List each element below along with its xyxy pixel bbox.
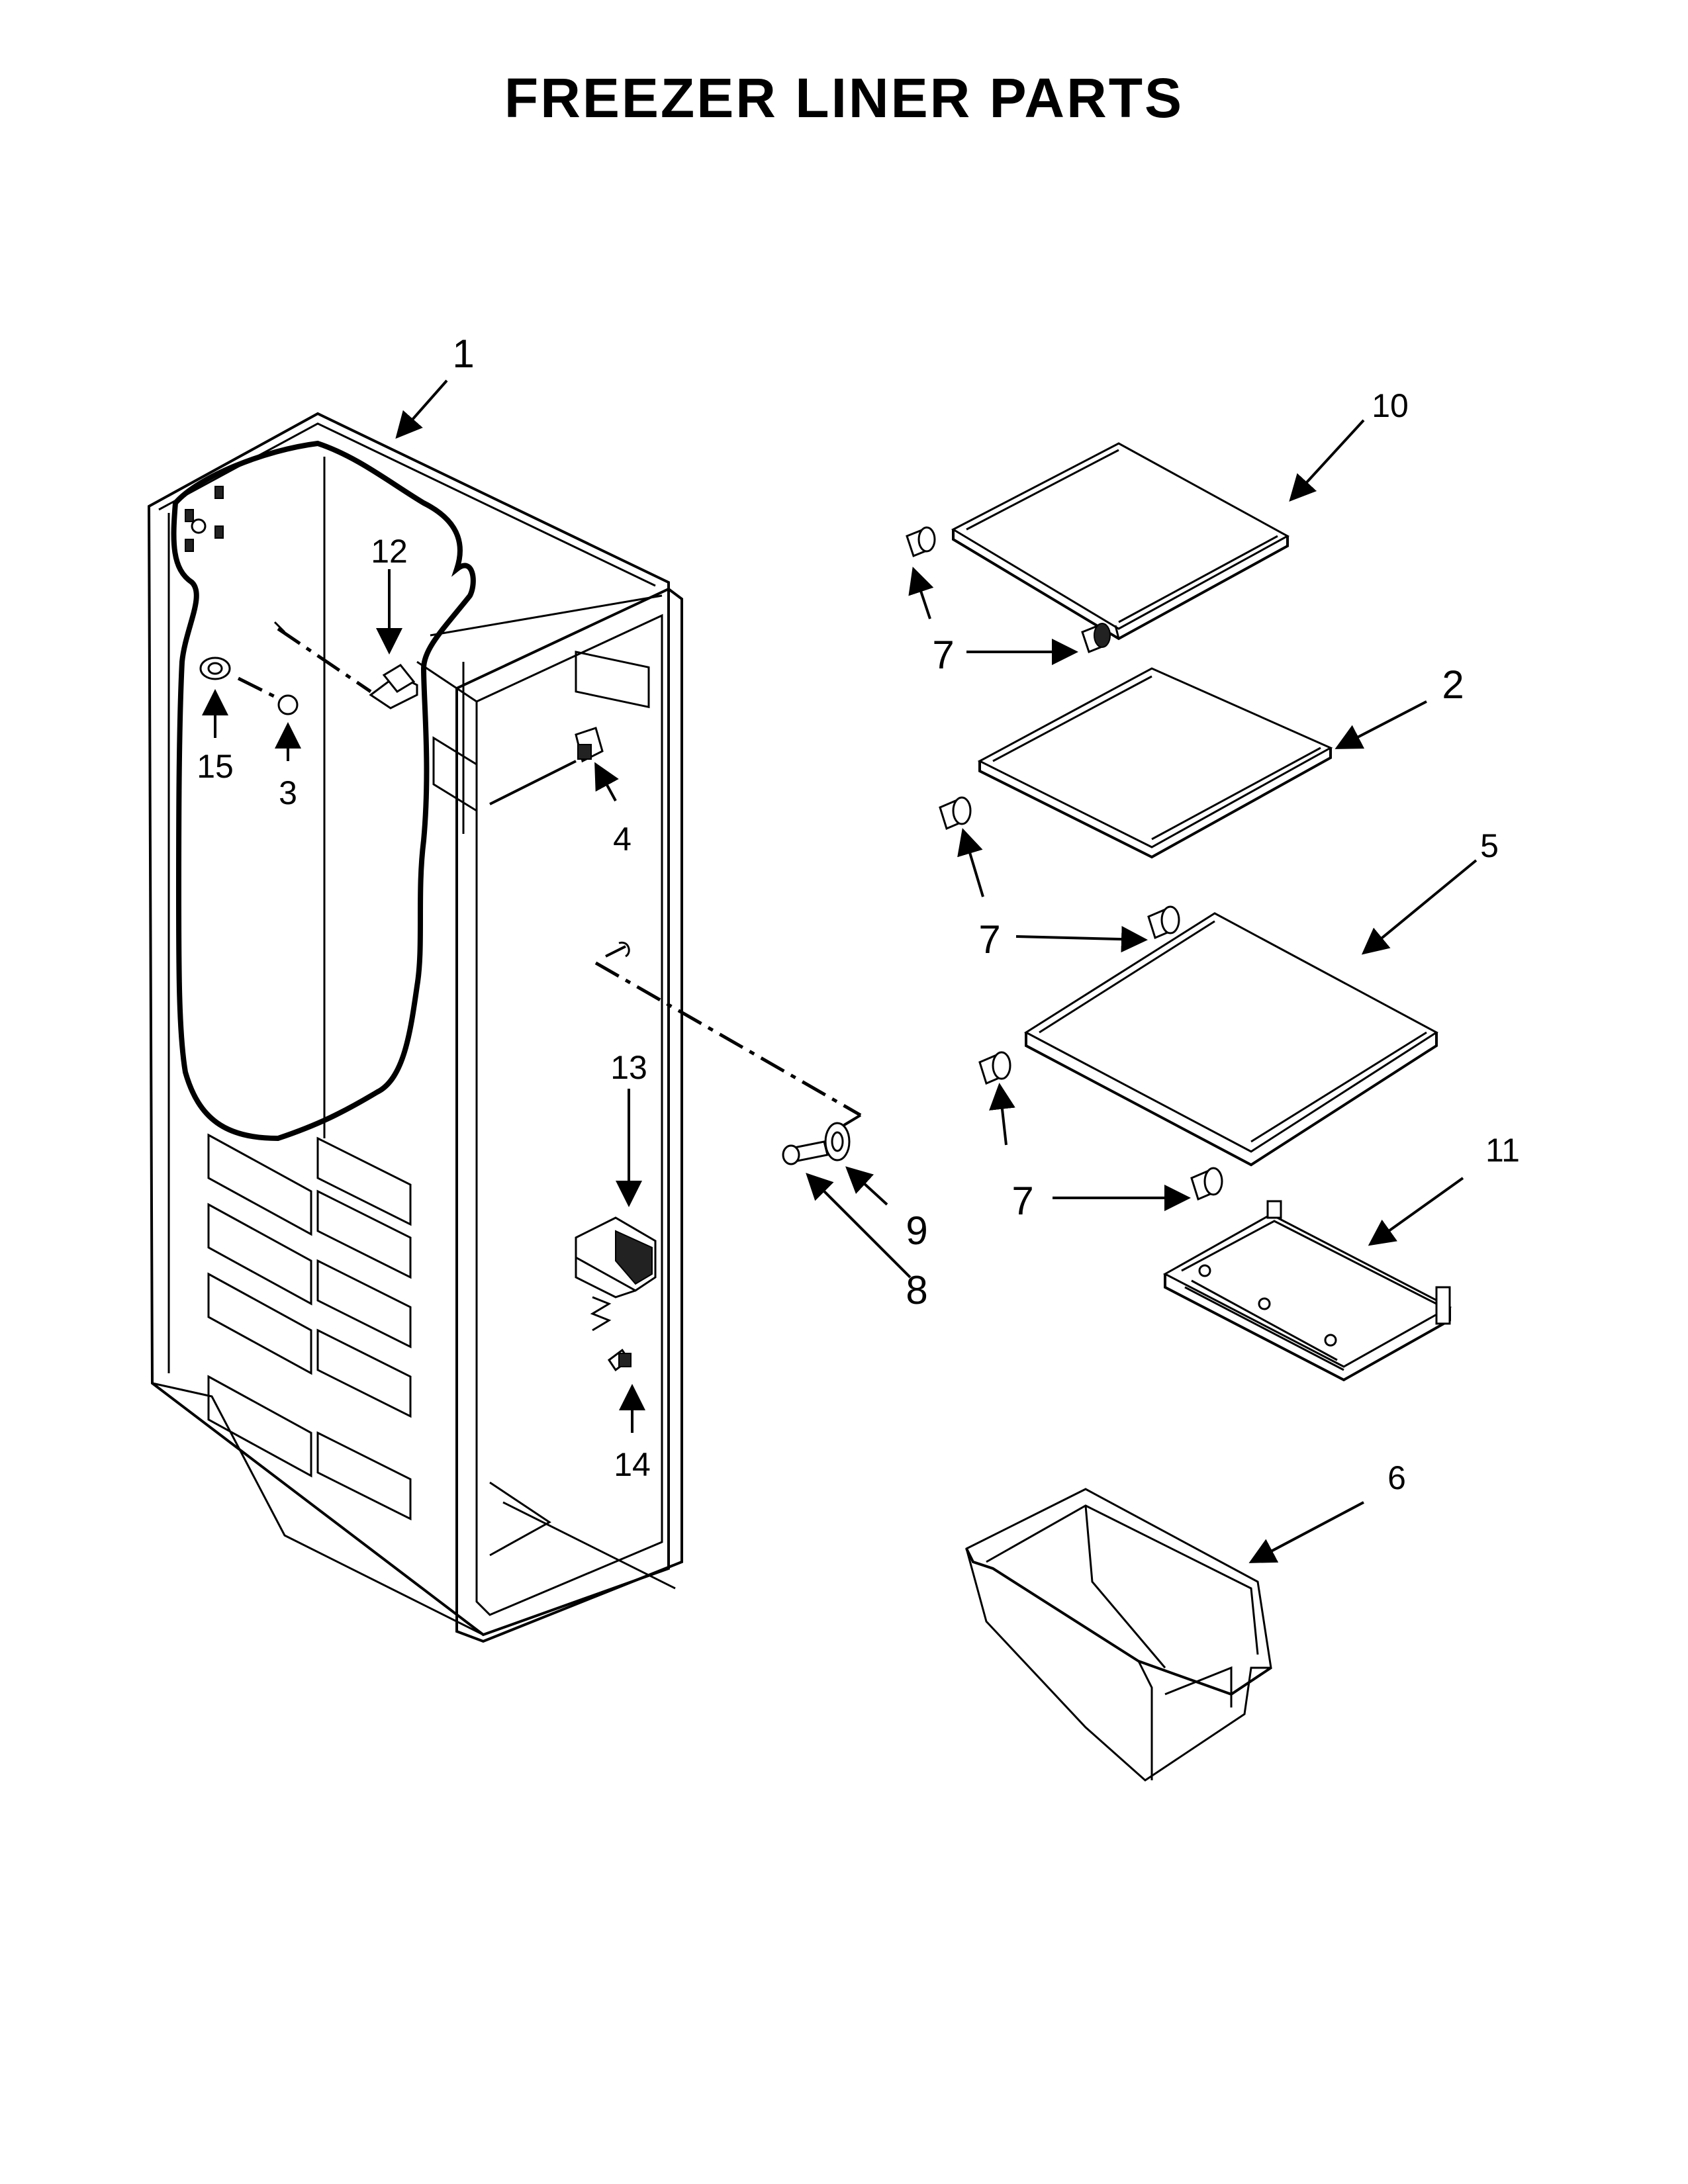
- callout-5: 5: [1480, 827, 1499, 864]
- shelf-5: [978, 912, 1438, 1201]
- callout-13: 13: [610, 1049, 647, 1086]
- callout-10: 10: [1372, 387, 1409, 424]
- ice-bin-6: [965, 1488, 1272, 1782]
- callout-8: 8: [906, 1268, 927, 1312]
- callout-7a: 7: [932, 633, 954, 677]
- shelf-2: [939, 667, 1333, 940]
- callout-2: 2: [1442, 662, 1464, 707]
- callout-labels: 1 12 15 3 4 13 14 9 8 10 7 2 7 5 7 11 6: [197, 332, 1520, 1496]
- page-title: FREEZER LINER PARTS: [504, 67, 1184, 129]
- callout-14: 14: [614, 1446, 651, 1483]
- callout-11: 11: [1485, 1132, 1520, 1169]
- callout-6: 6: [1387, 1459, 1406, 1496]
- shelf-10: [906, 442, 1290, 653]
- freezer-liner: [147, 412, 683, 1643]
- leader-arrows: [202, 379, 1477, 1563]
- screw-part: [607, 1348, 632, 1372]
- callout-15: 15: [197, 748, 234, 785]
- callout-1: 1: [452, 332, 474, 376]
- callout-7b: 7: [978, 917, 1000, 962]
- roller-parts: [782, 1122, 851, 1165]
- callout-12: 12: [371, 533, 408, 570]
- bracket-part: [273, 621, 418, 709]
- leveling-path: [594, 941, 862, 1126]
- stud-parts: [199, 657, 299, 715]
- callout-4: 4: [613, 821, 632, 858]
- callout-9: 9: [906, 1208, 927, 1253]
- callout-7c: 7: [1011, 1179, 1033, 1223]
- callout-3: 3: [279, 774, 297, 811]
- clip-part: [489, 727, 604, 805]
- drawer-frame-11: [1162, 1200, 1452, 1382]
- cover-part: [575, 1216, 657, 1332]
